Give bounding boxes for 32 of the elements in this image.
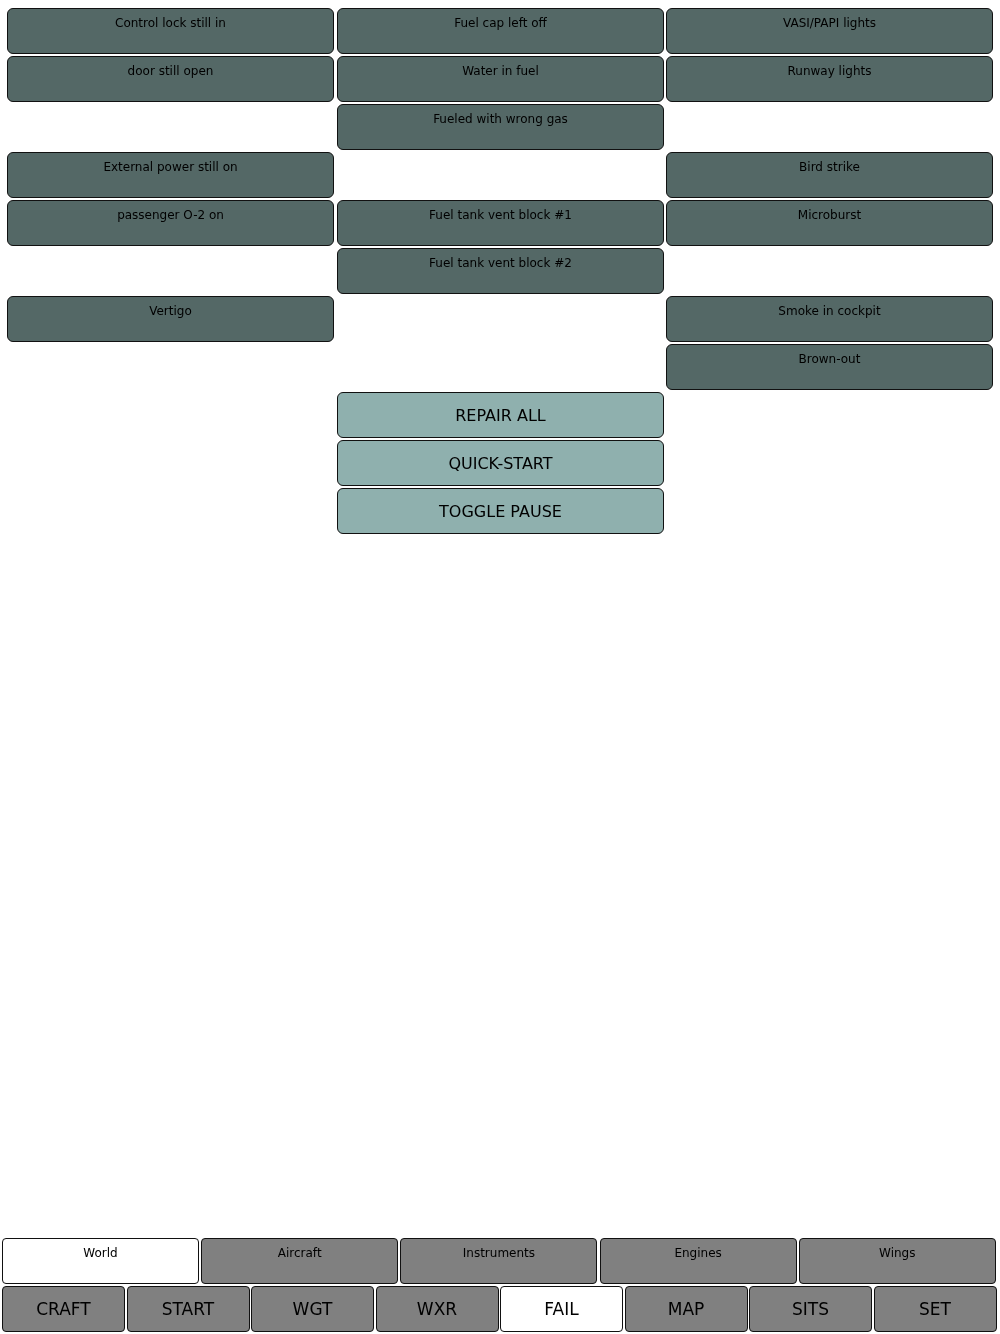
navigation-tab: CRAFT [2, 1286, 125, 1332]
category-tab: Engines [599, 1238, 797, 1284]
failure-toggle-button: Bird strike [666, 152, 993, 198]
action-button: REPAIR ALL [337, 392, 664, 438]
failure-toggle-button: Water in fuel [337, 56, 664, 102]
category-tab: World [2, 1238, 199, 1284]
failure-toggle-button: passenger O-2 on [7, 200, 334, 246]
category-tab: Wings [798, 1238, 996, 1284]
failure-toggle-button: Fuel tank vent block #1 [337, 200, 664, 246]
category-tab: Instruments [400, 1238, 598, 1284]
failure-toggle-button: VASI/PAPI lights [666, 8, 993, 54]
failure-toggle-button: Fueled with wrong gas [337, 104, 664, 150]
failure-toggle-button: Brown-out [666, 344, 993, 390]
navigation-tab: SITS [749, 1286, 872, 1332]
failure-toggle-button: Smoke in cockpit [666, 296, 993, 342]
navigation-tab: WGT [251, 1286, 374, 1332]
category-tab: Aircraft [201, 1238, 399, 1284]
failure-toggle-button: door still open [7, 56, 334, 102]
action-button: TOGGLE PAUSE [337, 488, 664, 534]
failure-toggle-button: External power still on [7, 152, 334, 198]
failure-toggle-button: Fuel cap left off [337, 8, 664, 54]
failure-toggle-button: Control lock still in [7, 8, 334, 54]
failure-toggle-button: Vertigo [7, 296, 334, 342]
navigation-tab: FAIL [500, 1286, 623, 1332]
navigation-tab: SET [873, 1286, 997, 1332]
action-button: QUICK-START [337, 440, 664, 486]
failure-toggle-button: Microburst [666, 200, 993, 246]
navigation-tab: WXR [375, 1286, 499, 1332]
failure-toggle-button: Runway lights [666, 56, 993, 102]
navigation-tab: MAP [624, 1286, 748, 1332]
failure-toggle-button: Fuel tank vent block #2 [337, 248, 664, 294]
navigation-tab: START [126, 1286, 250, 1332]
